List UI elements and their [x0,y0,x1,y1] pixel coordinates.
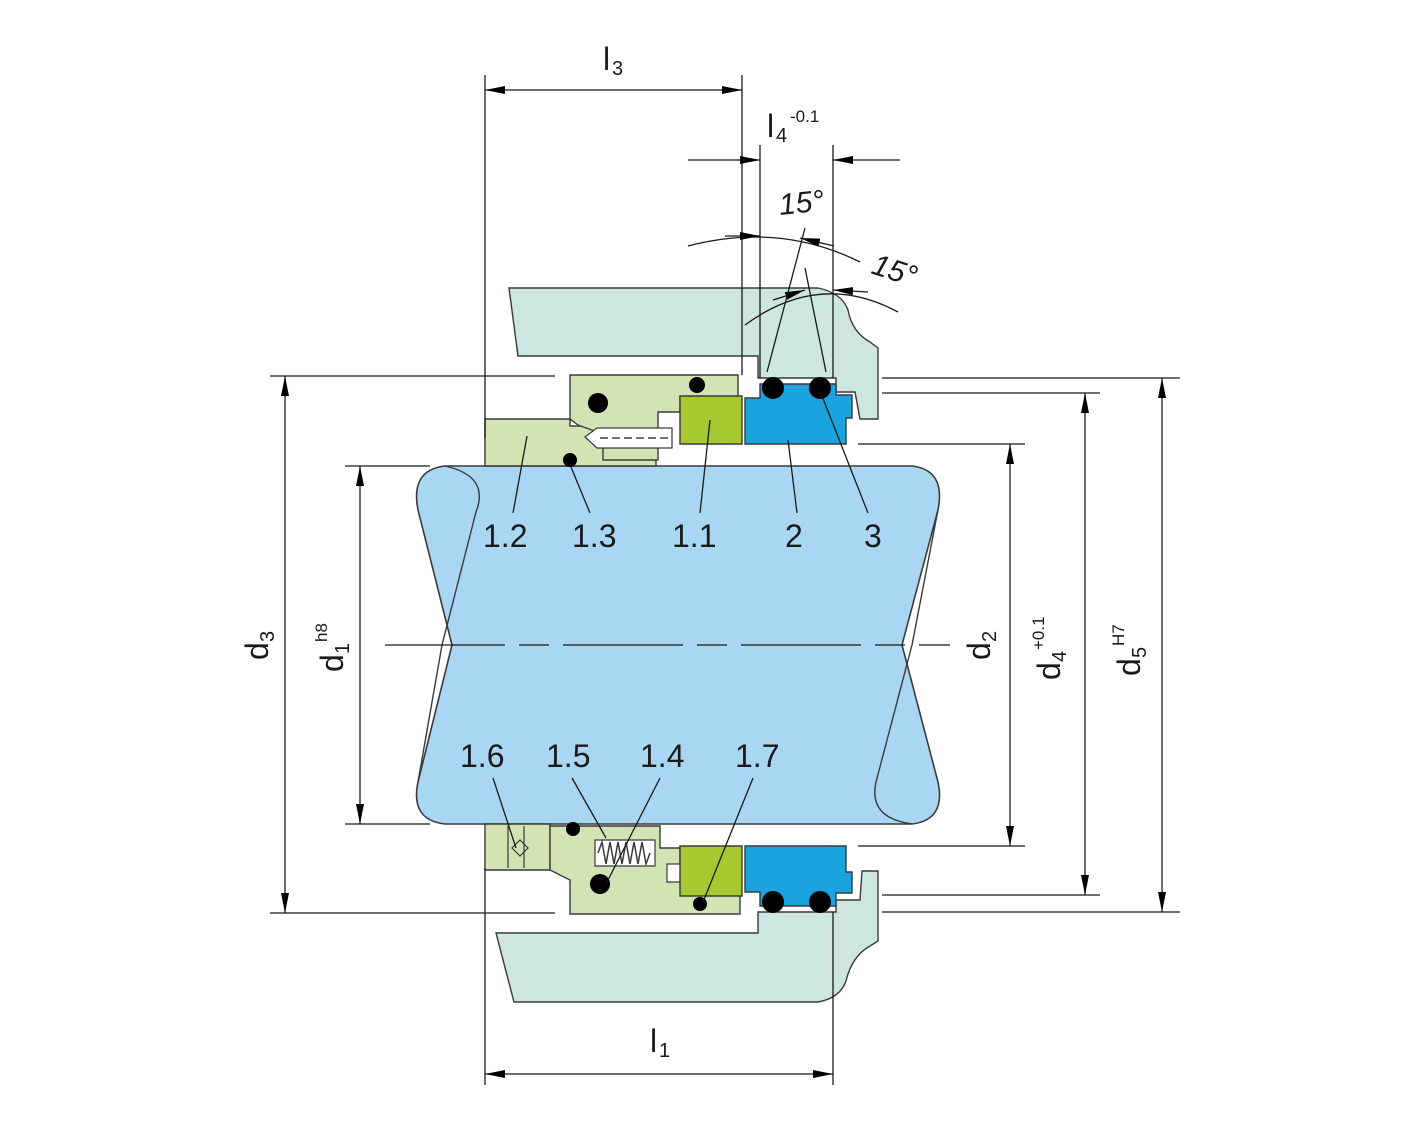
o-ring-1-3-upper [563,453,577,467]
label-part-1-7: 1.7 [735,738,779,774]
label-part-1-6: 1.6 [460,738,504,774]
svg-text:l: l [650,1023,657,1059]
label-l4: l 4 -0.1 [767,107,819,147]
shaft-break-left [417,465,481,783]
spring-1-5 [597,839,651,867]
sleeve-1-6-lower [484,823,551,871]
housing-lower [495,870,879,1003]
angle-line-a [766,227,806,373]
svg-text:d: d [1111,658,1147,676]
angle-line-b [804,267,827,373]
angle-label-1: 15° [777,184,826,222]
extension-lines [270,75,1180,1085]
label-part-1-3: 1.3 [572,518,616,554]
svg-text:l: l [767,108,774,144]
seal-face-1-1-upper [679,395,743,445]
o-ring-3-upper-b [809,377,831,399]
label-d3: d 3 [239,631,279,660]
set-screw-1-6 [507,826,529,868]
angle-arc-1 [687,236,861,263]
o-ring-3-lower-a [762,891,784,913]
label-d4: d 4 +0.1 [1029,616,1071,680]
svg-text:3: 3 [612,58,623,80]
seat-2-upper [744,383,853,445]
label-part-1-2: 1.2 [483,518,527,554]
label-l1: l 1 [650,1023,670,1062]
angle-arc-2 [744,293,899,326]
leader-lines [492,395,869,903]
svg-text:5: 5 [1129,647,1151,658]
o-ring-3-upper-a [762,377,784,399]
o-ring-1-7-lower [693,897,707,911]
label-l3: l 3 [603,41,623,80]
o-ring-upper-1 [588,393,608,413]
svg-text:d: d [961,642,997,660]
svg-text:-0.1: -0.1 [790,107,819,126]
o-ring-lower-small [566,822,580,836]
spring-housing-1-4 [594,839,656,867]
label-part-3: 3 [864,518,882,554]
svg-text:4: 4 [1049,651,1071,662]
label-d2: d 2 [961,631,1001,660]
label-d1: d 1 h8 [312,623,354,672]
label-d5: d 5 H7 [1109,624,1151,676]
svg-text:3: 3 [257,631,279,642]
svg-text:4: 4 [776,125,787,147]
svg-text:d: d [239,642,275,660]
svg-text:d: d [314,654,350,672]
svg-text:h8: h8 [312,623,331,642]
svg-text:l: l [603,41,610,77]
label-part-2: 2 [785,518,803,554]
label-part-1-5: 1.5 [546,738,590,774]
shaft-break-right [874,509,939,825]
svg-text:d: d [1031,662,1067,680]
svg-text:+0.1: +0.1 [1029,616,1048,650]
label-part-1-4: 1.4 [640,738,684,774]
angle-label-2: 15° [868,248,921,293]
o-ring-1-4-lower [590,874,610,894]
svg-text:1: 1 [659,1040,670,1062]
label-part-1-1: 1.1 [672,518,716,554]
o-ring-upper-2 [689,377,705,393]
svg-text:H7: H7 [1109,624,1128,646]
o-ring-3-lower-b [809,891,831,913]
seal-face-1-1-lower [679,845,743,897]
seat-2-lower [744,845,853,907]
svg-text:1: 1 [332,643,354,654]
svg-text:2: 2 [979,631,1001,642]
